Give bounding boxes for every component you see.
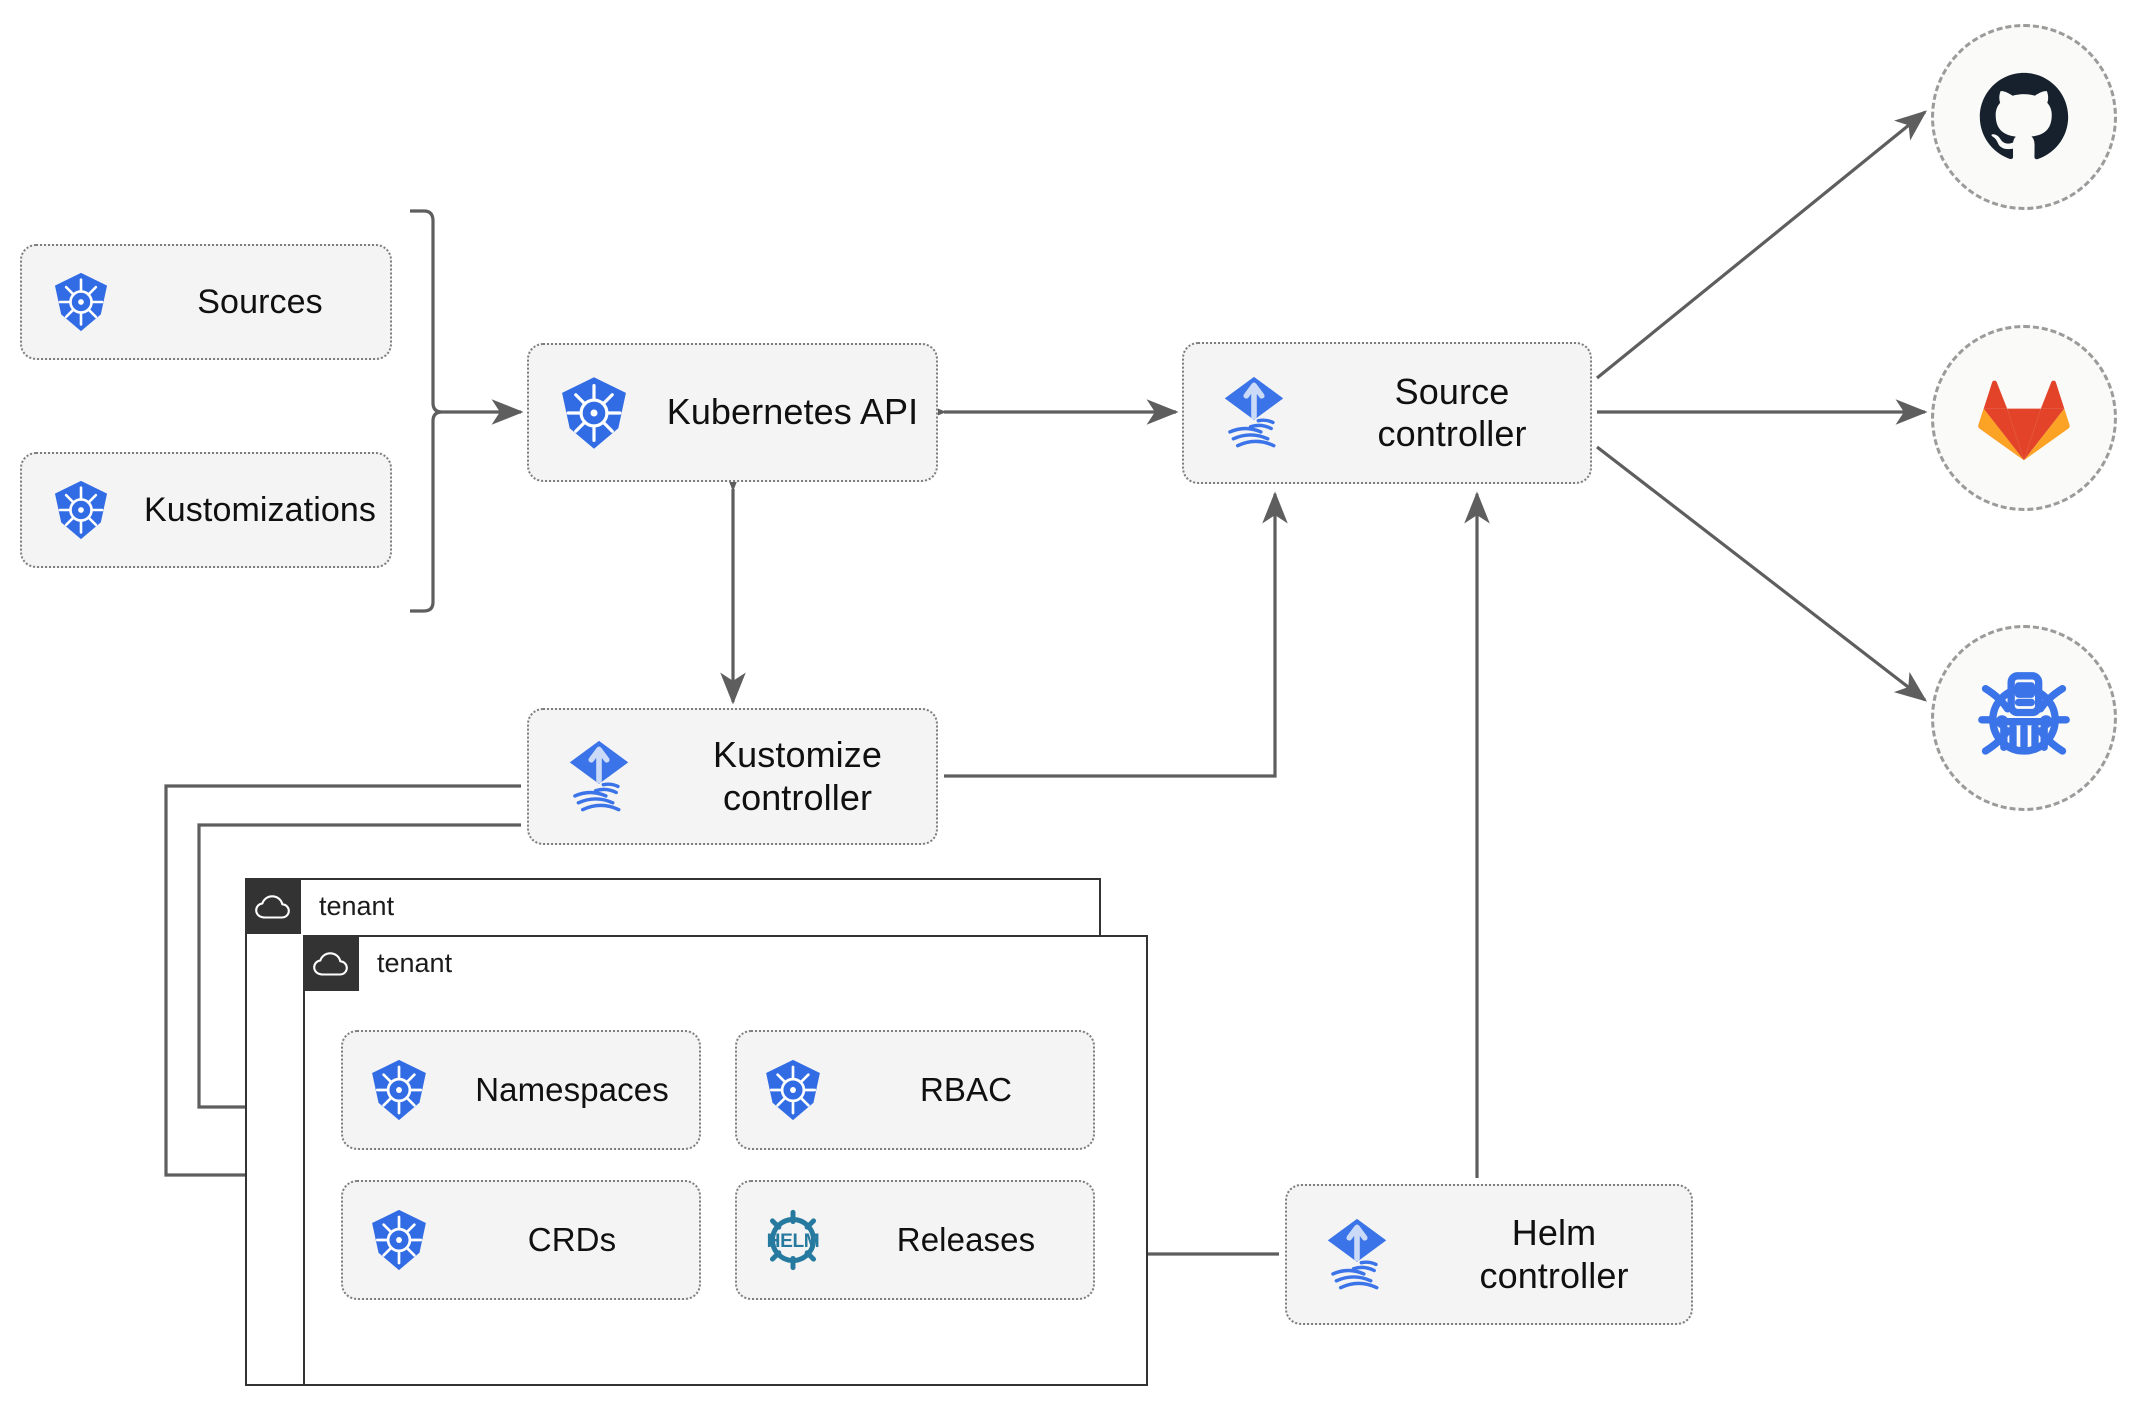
external-source-oci-helm-repository[interactable] bbox=[1931, 625, 2117, 811]
node-namespaces[interactable]: Namespaces bbox=[341, 1030, 701, 1150]
node-label: Releases bbox=[896, 1220, 1036, 1258]
svg-text:HELM: HELM bbox=[767, 1231, 820, 1252]
tenant-label: tenant bbox=[319, 890, 395, 921]
node-label: Kubernetes API bbox=[666, 391, 919, 433]
node-releases[interactable]: HELM Releases bbox=[735, 1180, 1095, 1300]
gitlab-icon bbox=[1977, 373, 2071, 463]
node-helm-controller[interactable]: Helm controller bbox=[1285, 1184, 1693, 1325]
external-source-gitlab[interactable] bbox=[1931, 325, 2117, 511]
node-label: CRDs bbox=[527, 1220, 617, 1258]
kubernetes-icon bbox=[22, 479, 140, 541]
node-rbac[interactable]: RBAC bbox=[735, 1030, 1095, 1150]
node-source-controller[interactable]: Source controller bbox=[1182, 342, 1592, 484]
node-kustomizations[interactable]: Kustomizations bbox=[20, 452, 392, 568]
node-label: Source controller bbox=[1377, 370, 1527, 454]
node-kubernetes-api[interactable]: Kubernetes API bbox=[527, 343, 938, 482]
wire-source-to-oci bbox=[1596, 445, 1928, 702]
wire-source-to-github bbox=[1595, 110, 1927, 380]
node-sources[interactable]: Sources bbox=[20, 244, 392, 360]
sources-group-bracket bbox=[410, 209, 443, 613]
flux-icon bbox=[1287, 1212, 1427, 1298]
external-source-github[interactable] bbox=[1931, 24, 2117, 210]
node-label: Kustomize controller bbox=[713, 734, 882, 818]
tenant-header: tenant bbox=[245, 878, 394, 934]
cloud-icon bbox=[245, 878, 301, 934]
node-crds[interactable]: CRDs bbox=[341, 1180, 701, 1300]
wire-kustomize-to-source bbox=[944, 491, 1288, 778]
kubernetes-icon bbox=[343, 1208, 455, 1272]
tenant-label: tenant bbox=[377, 947, 453, 978]
flux-icon bbox=[1184, 370, 1324, 456]
flux-icon bbox=[529, 734, 669, 820]
cloud-icon bbox=[303, 935, 359, 991]
node-label: Kustomizations bbox=[144, 490, 376, 529]
node-label: Sources bbox=[197, 282, 323, 321]
kubernetes-icon bbox=[22, 271, 140, 333]
kubernetes-icon bbox=[529, 375, 659, 451]
oci-registry-icon bbox=[1969, 663, 2079, 773]
node-label: Namespaces bbox=[475, 1070, 669, 1108]
node-kustomize-controller[interactable]: Kustomize controller bbox=[527, 708, 938, 845]
kubernetes-icon bbox=[737, 1058, 849, 1122]
tenant-panel-front: tenant bbox=[303, 935, 1148, 1386]
tenant-header: tenant bbox=[303, 935, 452, 991]
node-label: RBAC bbox=[919, 1070, 1013, 1108]
helm-icon: HELM bbox=[737, 1206, 849, 1274]
node-label: Helm controller bbox=[1479, 1212, 1629, 1296]
github-icon bbox=[1976, 69, 2072, 165]
kubernetes-icon bbox=[343, 1058, 455, 1122]
